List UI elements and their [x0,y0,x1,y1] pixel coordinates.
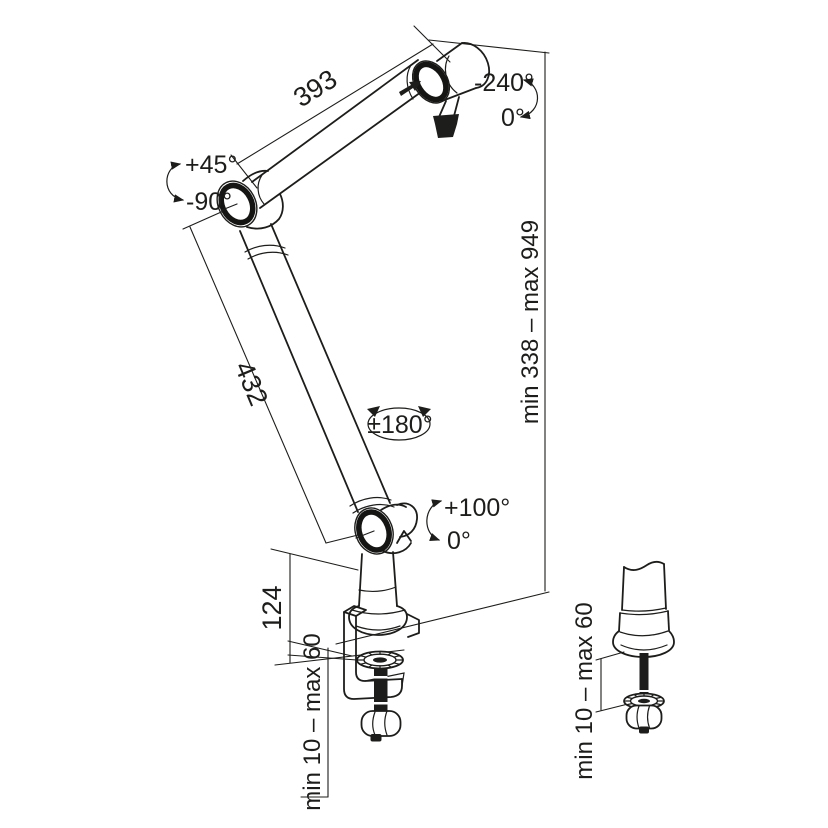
arm-swivel-ellipse-icon [367,407,431,441]
rotation-arrows [166,78,538,541]
label-arm2-length: 432 [229,357,274,410]
label-mic-angle-min: 0° [501,104,525,132]
clamp-screw-rod [374,655,388,713]
swivel-arrowhead-left-icon [367,406,380,417]
grommet-screw-rod [639,653,649,698]
label-clamp-range-main: min 10 – max 60 [299,633,326,810]
base-rotation-arrow-icon [426,499,443,541]
upper-arm [251,59,429,209]
label-mic-angle-max: -240° [474,69,534,97]
elbow-ring-outer [216,180,258,228]
desk-clamp [343,605,420,742]
label-base-height: 124 [257,585,287,630]
base-joint [354,502,418,555]
label-elbow-angle-up: +45° [185,151,237,179]
mic-ring-outer [411,60,451,104]
clamp-knob [360,710,402,742]
lower-arm [239,223,395,514]
elbow-joint [216,169,284,230]
swivel-arrowhead-right-icon [418,406,431,417]
label-base-angle-max: +100° [444,494,510,522]
mic-thread-connector [433,114,459,138]
elbow-rotation-arrow-icon [166,161,185,203]
grommet-knob [625,704,663,734]
label-elbow-angle-down: -90° [186,188,232,216]
mic-direction-arrow-icon [399,81,421,96]
grommet-mount-detail [612,560,675,734]
grommet-washer [623,692,665,710]
label-total-height-range: min 338 – max 949 [517,220,544,424]
mic-ring [413,61,449,103]
label-arm1-length: 393 [288,64,342,113]
label-clamp-range-detail: min 10 – max 60 [571,602,598,779]
riser-column [348,551,408,636]
label-arm-rotation: ±180° [367,411,432,439]
mic-holder [399,41,491,138]
mic-rotation-arrow-icon [519,78,538,120]
label-base-angle-min: 0° [447,527,471,555]
clamp-pad-washer [356,650,404,670]
